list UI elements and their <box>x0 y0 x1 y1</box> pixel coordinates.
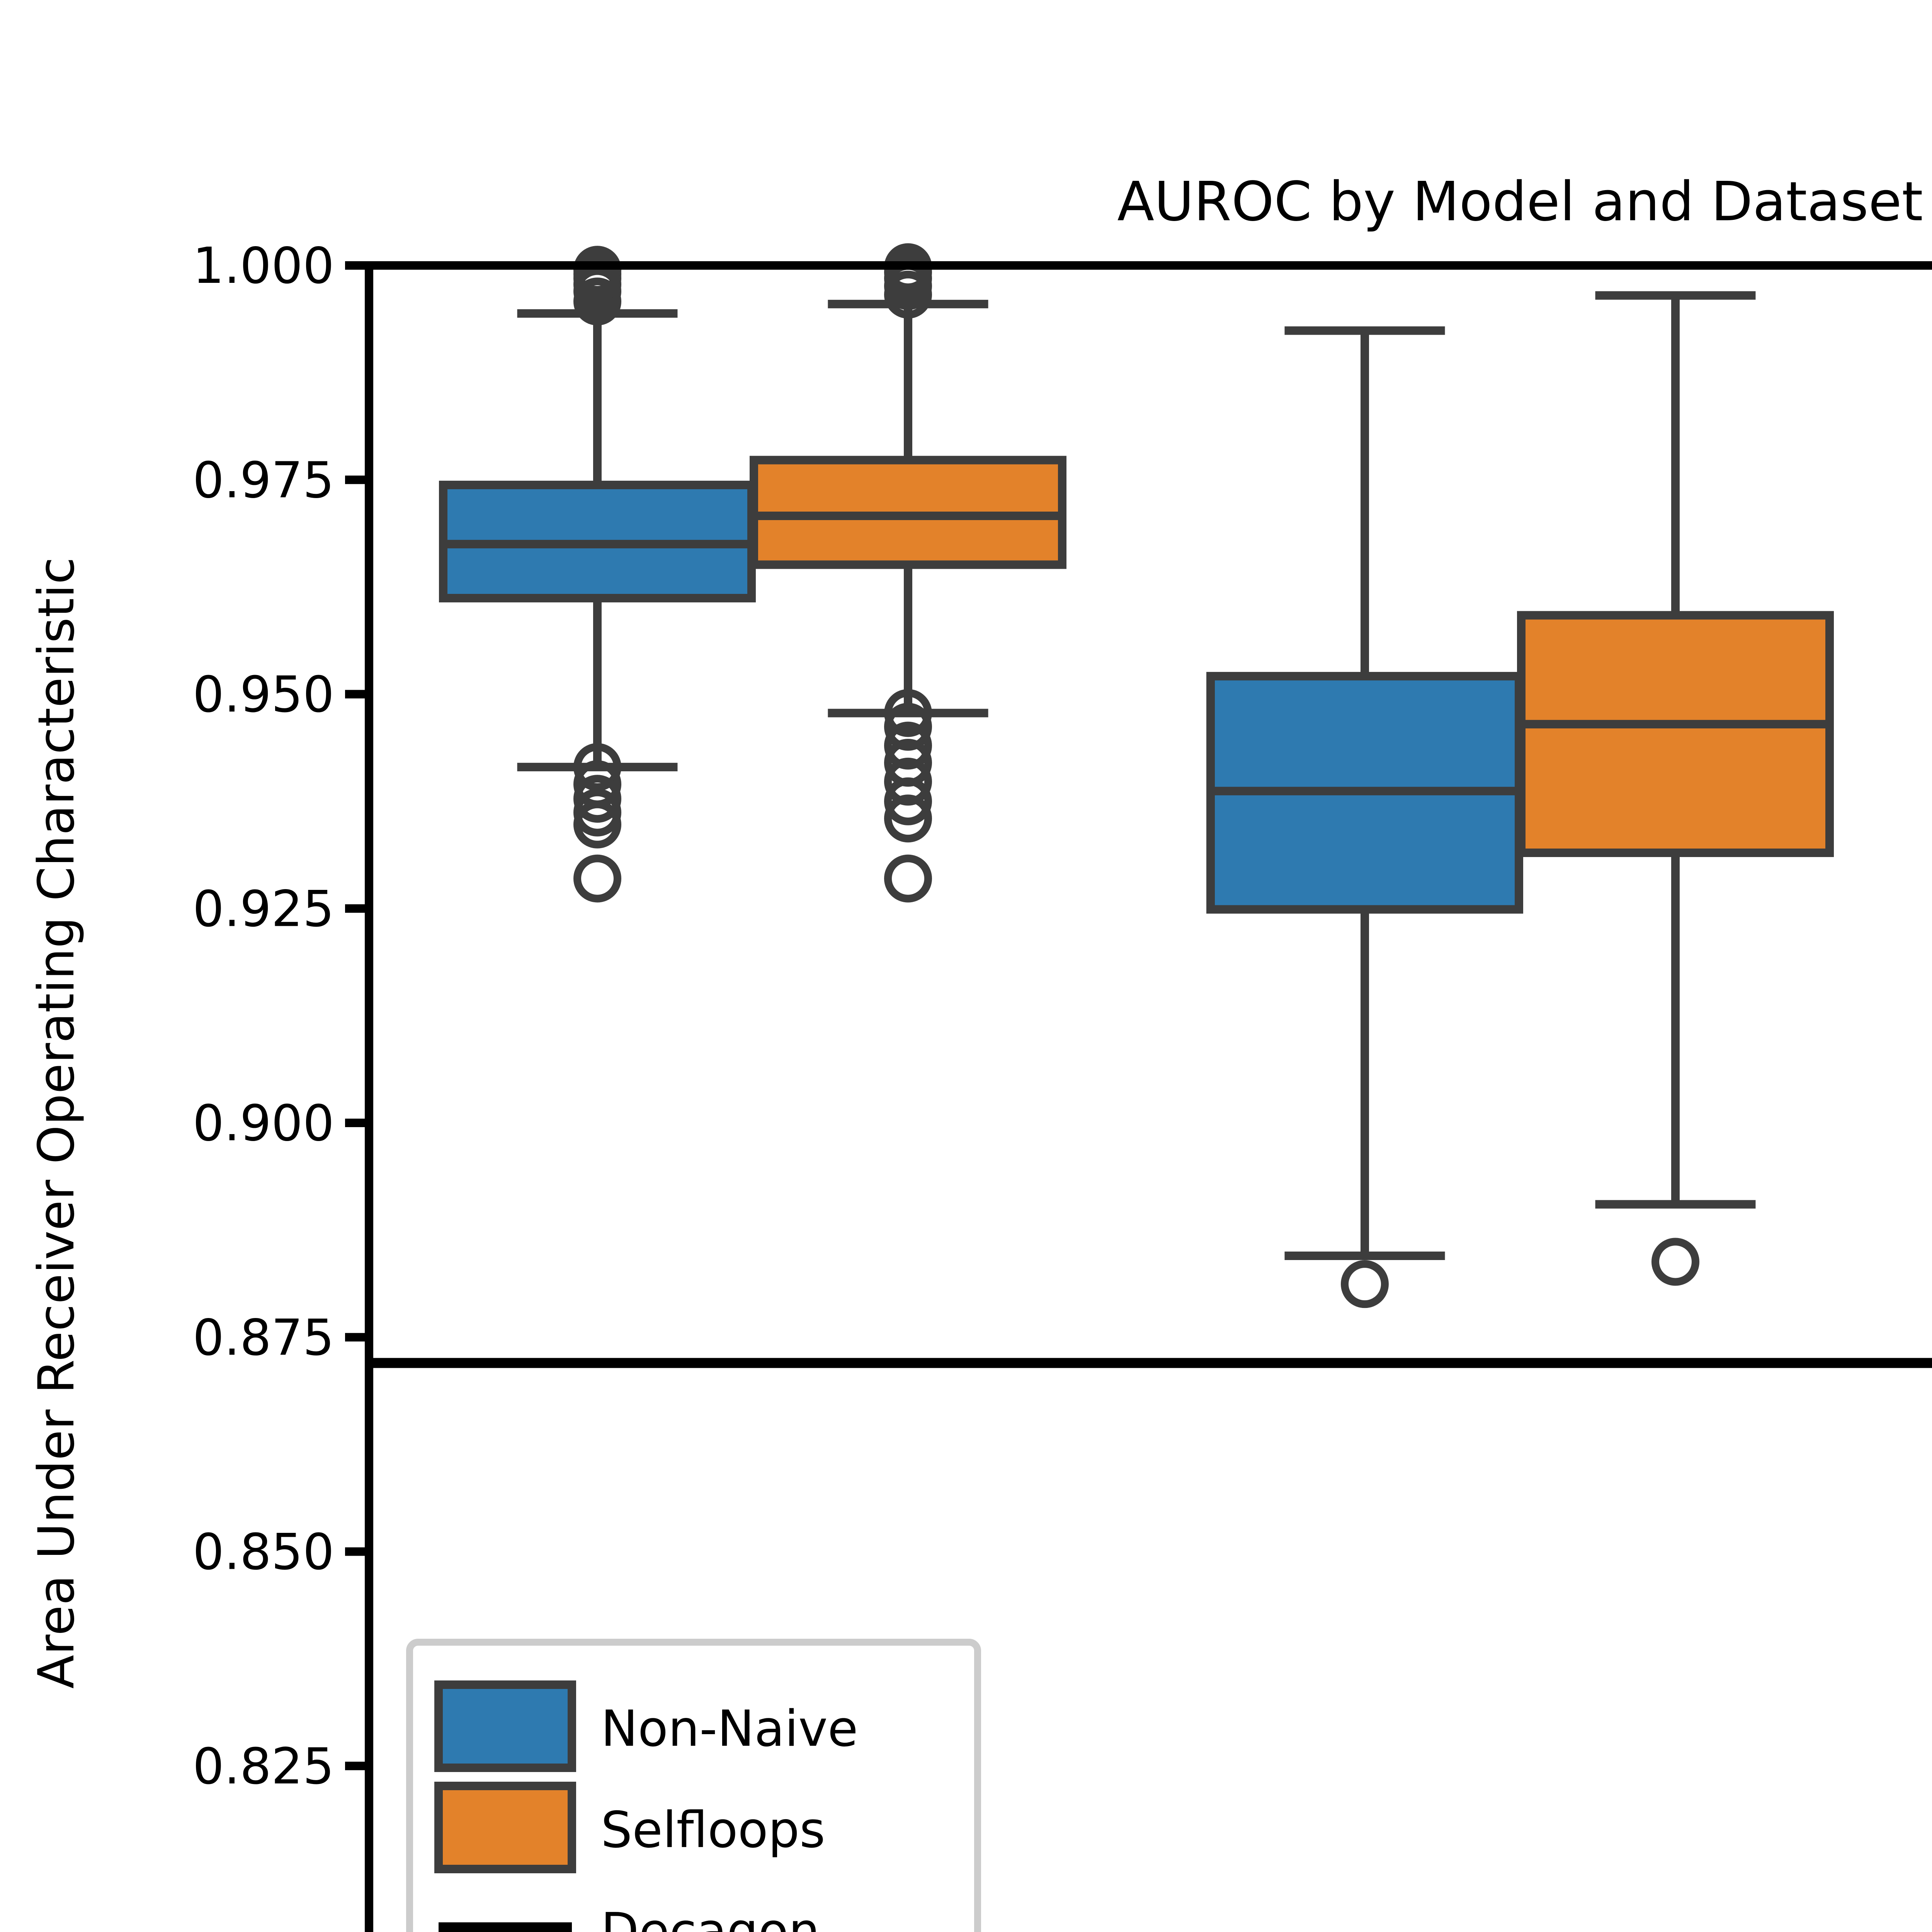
boxplot-box[interactable] <box>750 243 1066 903</box>
legend-label-decagon: Decagon <box>601 1903 820 1932</box>
outlier-marker <box>884 777 932 825</box>
box-series-layer <box>439 243 1834 1308</box>
legend-swatch-non-naive[interactable] <box>434 1680 576 1772</box>
legend-label-non-naive: Non-Naive <box>601 1700 858 1758</box>
boxplot-box[interactable] <box>1517 291 1834 1286</box>
y-tick-label: 0.875 <box>193 1309 334 1367</box>
y-tick-label: 0.850 <box>193 1524 334 1581</box>
outlier-marker <box>884 854 932 903</box>
outlier-marker <box>884 689 932 737</box>
outlier-marker <box>884 794 932 843</box>
legend-swatch-selfloops[interactable] <box>434 1782 576 1873</box>
outlier-marker <box>573 800 621 849</box>
y-tick-label: 1.000 <box>193 237 334 295</box>
chart-title: AUROC by Model and Dataset <box>1117 170 1923 233</box>
axes-frame <box>365 261 1932 1932</box>
y-tick-label: 0.950 <box>193 666 334 724</box>
boxplot-box[interactable] <box>1206 326 1523 1308</box>
outlier-marker <box>1651 1238 1699 1286</box>
y-axis-label: Area Under Receiver Operating Characteri… <box>28 557 85 1689</box>
y-tick-label: 0.825 <box>193 1738 334 1795</box>
outlier-marker <box>573 775 621 823</box>
outlier-marker <box>884 702 932 751</box>
y-axis-ticks: 0.8000.8250.8500.8750.9000.9250.9500.975… <box>193 237 369 1795</box>
outlier-marker <box>573 743 621 791</box>
box-rect[interactable] <box>1517 611 1834 857</box>
y-tick-label: 0.925 <box>193 880 334 938</box>
outlier-marker <box>884 721 932 770</box>
y-tick-label: 0.900 <box>193 1095 334 1152</box>
outlier-marker <box>1341 1260 1389 1308</box>
outlier-marker <box>884 270 932 319</box>
outlier-marker <box>573 854 621 903</box>
y-tick-label: 0.975 <box>193 452 334 509</box>
legend-label-selfloops: Selfloops <box>601 1801 825 1859</box>
boxplot-box[interactable] <box>439 246 756 903</box>
outlier-marker <box>573 277 621 326</box>
